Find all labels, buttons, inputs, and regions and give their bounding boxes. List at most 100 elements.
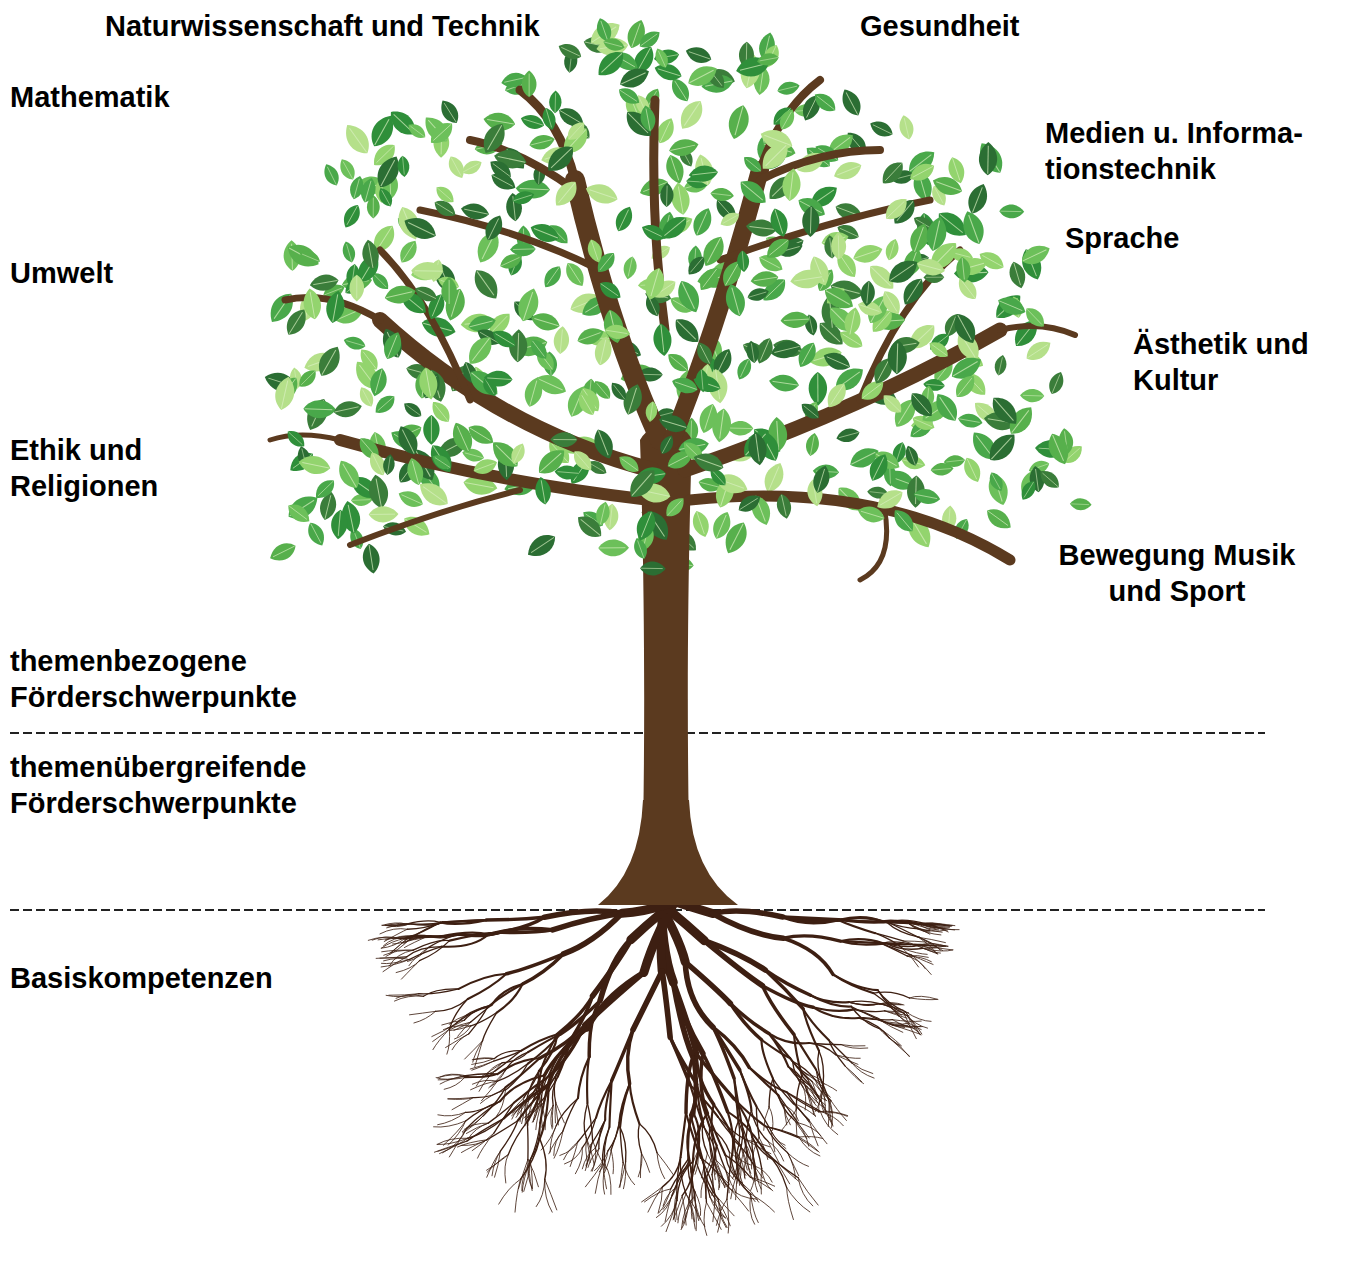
branch [672,170,760,440]
root [704,1127,714,1162]
root [903,949,919,967]
root [459,974,507,989]
root [530,1123,540,1160]
root [783,917,839,920]
root [648,1187,662,1212]
leaf-vein [310,292,314,318]
leaf [540,106,558,131]
root [440,920,486,924]
leaf-blade [297,248,322,268]
root [525,1101,526,1126]
leaf [313,342,345,380]
leaf-vein [568,264,580,283]
root [852,1063,873,1074]
root [662,971,670,1037]
root [587,1103,592,1141]
root [730,1003,761,1039]
root [465,1074,498,1078]
root [704,941,762,986]
leaf-vein [991,437,1011,459]
root [460,932,502,935]
leaf-vein [988,511,1008,525]
root [528,1034,561,1063]
leaf-blade [986,470,1006,494]
leaf-blade [511,188,536,206]
leaf-blade [378,325,407,361]
root [909,996,938,999]
root [754,1166,772,1182]
leaf-blade [762,234,793,263]
leaf-vein [760,258,780,268]
root [691,1192,695,1219]
root [674,1192,677,1221]
leaf-vein [529,74,530,97]
leaf [303,400,336,419]
leaf [621,255,638,280]
leaf-blade [436,97,462,127]
root [701,1153,707,1178]
root [831,1100,847,1120]
leaf-vein [660,121,670,142]
leaf-blade [425,440,457,476]
root [508,1122,527,1155]
root [762,1040,773,1079]
leaf [533,476,553,506]
root [376,957,407,959]
leaf-blade [877,157,908,188]
leaf-blade [740,153,765,176]
leaf-vein [377,227,391,250]
root [769,1033,809,1043]
leaf-vein [658,69,681,76]
root [472,1133,494,1151]
root [710,1127,730,1152]
leaf-vein [870,492,888,494]
leaf-vein [338,511,340,536]
root [471,1081,498,1090]
leaf [762,234,793,263]
root [849,1002,880,1004]
roots [368,885,959,1235]
root [696,1054,734,1099]
root [793,1104,809,1123]
root [754,1167,757,1192]
root [658,1187,662,1213]
root [584,1103,587,1137]
root [564,913,622,954]
root [407,921,441,924]
leaf [879,391,906,417]
root [443,1128,467,1153]
leaf-vein [992,473,1001,489]
leaf-vein [926,277,944,278]
leaf-blade [675,96,709,134]
root [883,922,920,924]
root [524,1101,542,1118]
root [554,1131,563,1155]
root [481,1081,497,1101]
root [809,1120,818,1146]
leaf-vein [915,227,924,252]
leaf [284,427,309,451]
root [663,1188,676,1206]
root [496,1090,505,1116]
root [783,936,840,941]
root [923,948,953,951]
leaf [425,440,457,476]
leaf-blade [640,561,666,575]
root [889,1038,909,1056]
leaf [822,379,850,411]
root [529,1160,532,1190]
leaf-blade [667,136,700,158]
leaf [865,451,892,484]
root [808,1075,823,1087]
leaf-blade [652,323,673,357]
leaf [574,389,599,418]
leaf-vein [318,481,333,495]
leaf-vein [932,469,951,471]
root [611,1150,613,1174]
leaf-vein [707,238,720,263]
leaf-vein [470,321,493,327]
leaf-vein [1027,309,1042,324]
leaf-vein [457,426,468,451]
root [783,938,833,974]
leaf-blade [556,40,584,63]
